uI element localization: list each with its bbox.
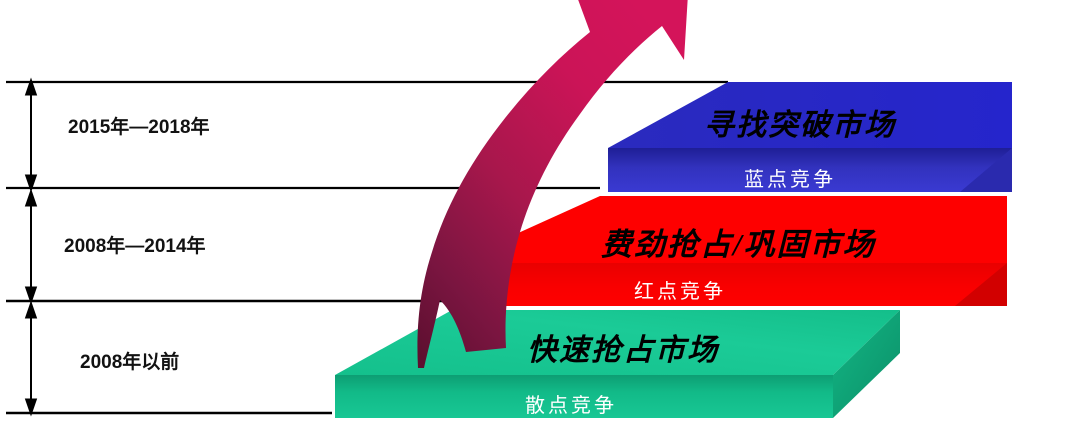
stage-blue-right-face-shade [960, 148, 1012, 192]
stage-blue-front-face [608, 148, 1012, 192]
stage-green-subtitle: 散点竞争 [525, 395, 617, 417]
stage-blue-subtitle: 蓝点竞争 [744, 169, 836, 191]
stage-green-right-face [833, 310, 900, 418]
stage-block-blue[interactable] [608, 82, 1012, 192]
stage-red-title: 费劲抢占/巩固市场 [601, 227, 876, 262]
stage-blue-title: 寻找突破市场 [704, 109, 896, 142]
timeline-measure-arrows [24, 77, 38, 417]
measure-arrow-before-2008 [24, 300, 38, 417]
stage-green-title: 快速抢占市场 [527, 334, 719, 367]
stage-red-top-face [452, 196, 1007, 263]
stage-block-red[interactable] [452, 196, 1007, 306]
stage-red-subtitle: 红点竞争 [634, 281, 726, 303]
stage-green-front-face [335, 375, 833, 418]
measure-arrow-2008-2014 [24, 188, 38, 305]
growth-arrow [417, 0, 688, 368]
stage-blue-top-face [608, 82, 1012, 148]
growth-arrow-shape [417, 0, 688, 368]
timeline-label-2008-2014: 2008年—2014年 [64, 236, 206, 257]
stage-red-front-face [452, 263, 1007, 306]
timeline-label-before-2008: 2008年以前 [80, 352, 180, 373]
measure-arrow-2015-2018 [24, 77, 38, 193]
timeline-label-2015-2018: 2015年—2018年 [68, 117, 210, 138]
stage-red-right-face [955, 263, 1007, 306]
